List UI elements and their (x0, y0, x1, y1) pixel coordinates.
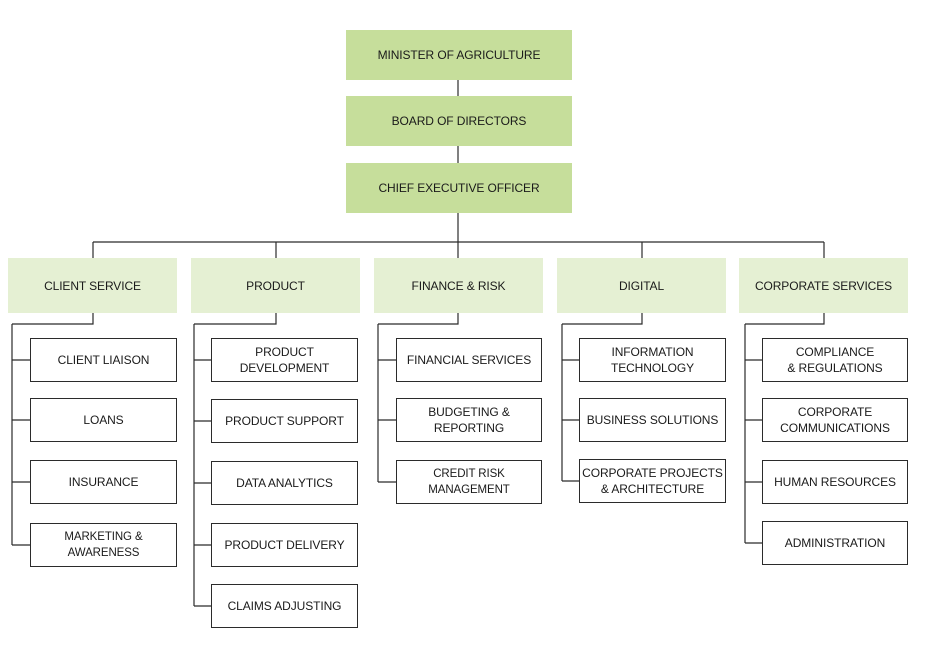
unit-claims-adjusting: CLAIMS ADJUSTING (211, 584, 358, 628)
box-minister-of-agriculture: MINISTER OF AGRICULTURE (346, 30, 572, 80)
unit-product-delivery: PRODUCT DELIVERY (211, 523, 358, 567)
unit-client-liaison: CLIENT LIAISON (30, 338, 177, 382)
unit-data-analytics: DATA ANALYTICS (211, 461, 358, 505)
unit-credit-risk-management: CREDIT RISK MANAGEMENT (396, 460, 542, 504)
unit-compliance-regulations: COMPLIANCE & REGULATIONS (762, 338, 908, 382)
dept-corporate-services: CORPORATE SERVICES (739, 258, 908, 313)
unit-insurance: INSURANCE (30, 460, 177, 504)
dept-finance-risk: FINANCE & RISK (374, 258, 543, 313)
unit-corporate-projects-architecture: CORPORATE PROJECTS & ARCHITECTURE (579, 459, 726, 503)
unit-corporate-communications: CORPORATE COMMUNICATIONS (762, 398, 908, 442)
box-chief-executive-officer: CHIEF EXECUTIVE OFFICER (346, 163, 572, 213)
unit-business-solutions: BUSINESS SOLUTIONS (579, 398, 726, 442)
dept-product: PRODUCT (191, 258, 360, 313)
dept-digital: DIGITAL (557, 258, 726, 313)
connector-dept-tab-client-service (12, 313, 94, 325)
connector-dept-tab-product (194, 313, 277, 325)
unit-product-development: PRODUCT DEVELOPMENT (211, 338, 358, 382)
unit-marketing-awareness: MARKETING & AWARENESS (30, 523, 177, 567)
dept-client-service: CLIENT SERVICE (8, 258, 177, 313)
connector-dept-tab-digital (562, 313, 643, 325)
unit-loans: LOANS (30, 398, 177, 442)
unit-financial-services: FINANCIAL SERVICES (396, 338, 542, 382)
connector-dept-tab-finance-risk (378, 313, 459, 325)
unit-budgeting-reporting: BUDGETING & REPORTING (396, 398, 542, 442)
unit-product-support: PRODUCT SUPPORT (211, 399, 358, 443)
unit-information-technology: INFORMATION TECHNOLOGY (579, 338, 726, 382)
box-board-of-directors: BOARD OF DIRECTORS (346, 96, 572, 146)
unit-human-resources: HUMAN RESOURCES (762, 460, 908, 504)
unit-administration: ADMINISTRATION (762, 521, 908, 565)
connector-dept-tab-corporate-services (745, 313, 825, 325)
